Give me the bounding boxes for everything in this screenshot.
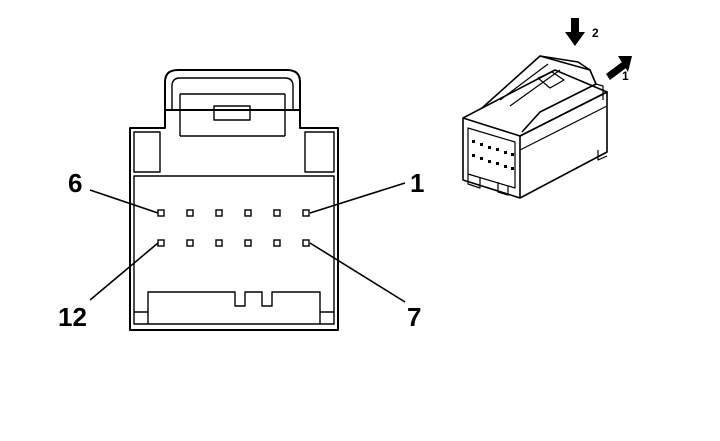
latch-outer: [164, 69, 301, 110]
pin-cavity: [302, 239, 310, 247]
pin-cavity: [157, 209, 165, 217]
pin-cavity: [244, 209, 252, 217]
pin-label-7: 7: [407, 302, 421, 332]
connector-body-outline: [129, 109, 339, 331]
connector-3d-view: [462, 55, 608, 199]
iso-latch-window: [537, 71, 565, 89]
iso-front-face: [462, 117, 521, 199]
pin-cavity: [157, 239, 165, 247]
iso-pin-dots: [472, 140, 514, 170]
callout-line-6: [89, 189, 159, 214]
iso-latch-top: [539, 55, 591, 71]
pin-label-6: 6: [68, 168, 82, 198]
iso-side-step: [519, 83, 608, 151]
iso-latch-edge: [499, 63, 561, 107]
connector-front-view: [129, 69, 339, 331]
arrow-label-2: 2: [592, 26, 599, 40]
pin-cavity: [215, 239, 223, 247]
callout-line-1: [309, 182, 406, 214]
bottom-key: [147, 291, 321, 324]
connector-body-inner-right: [304, 131, 335, 173]
latch-inner: [171, 77, 294, 110]
pin-cavity: [186, 209, 194, 217]
release-arrow-1: [606, 56, 632, 80]
pin-cavity: [186, 239, 194, 247]
pin-cavity: [302, 209, 310, 217]
latch-body: [180, 93, 285, 137]
pin-grid: [157, 209, 310, 247]
pin-cavity: [273, 209, 281, 217]
release-arrow-2: [565, 18, 585, 46]
callout-line-12: [89, 242, 159, 301]
iso-right-face: [519, 91, 608, 199]
latch-window: [213, 105, 251, 121]
pin-callouts: [89, 182, 406, 303]
face-frame: [133, 175, 335, 325]
pin-cavity: [273, 239, 281, 247]
iso-bottom-tabs: [467, 174, 509, 196]
arrow-label-1: 1: [622, 69, 629, 83]
iso-front-inner: [467, 127, 516, 189]
pin-cavity: [244, 239, 252, 247]
pin-label-12: 12: [58, 302, 87, 332]
pin-label-1: 1: [410, 168, 424, 198]
callout-line-7: [309, 242, 406, 303]
iso-latch: [481, 55, 597, 133]
pin-cavity: [215, 209, 223, 217]
connector-body-inner: [133, 131, 161, 173]
iso-side-notch: [597, 150, 608, 161]
iso-top-face: [462, 69, 608, 137]
